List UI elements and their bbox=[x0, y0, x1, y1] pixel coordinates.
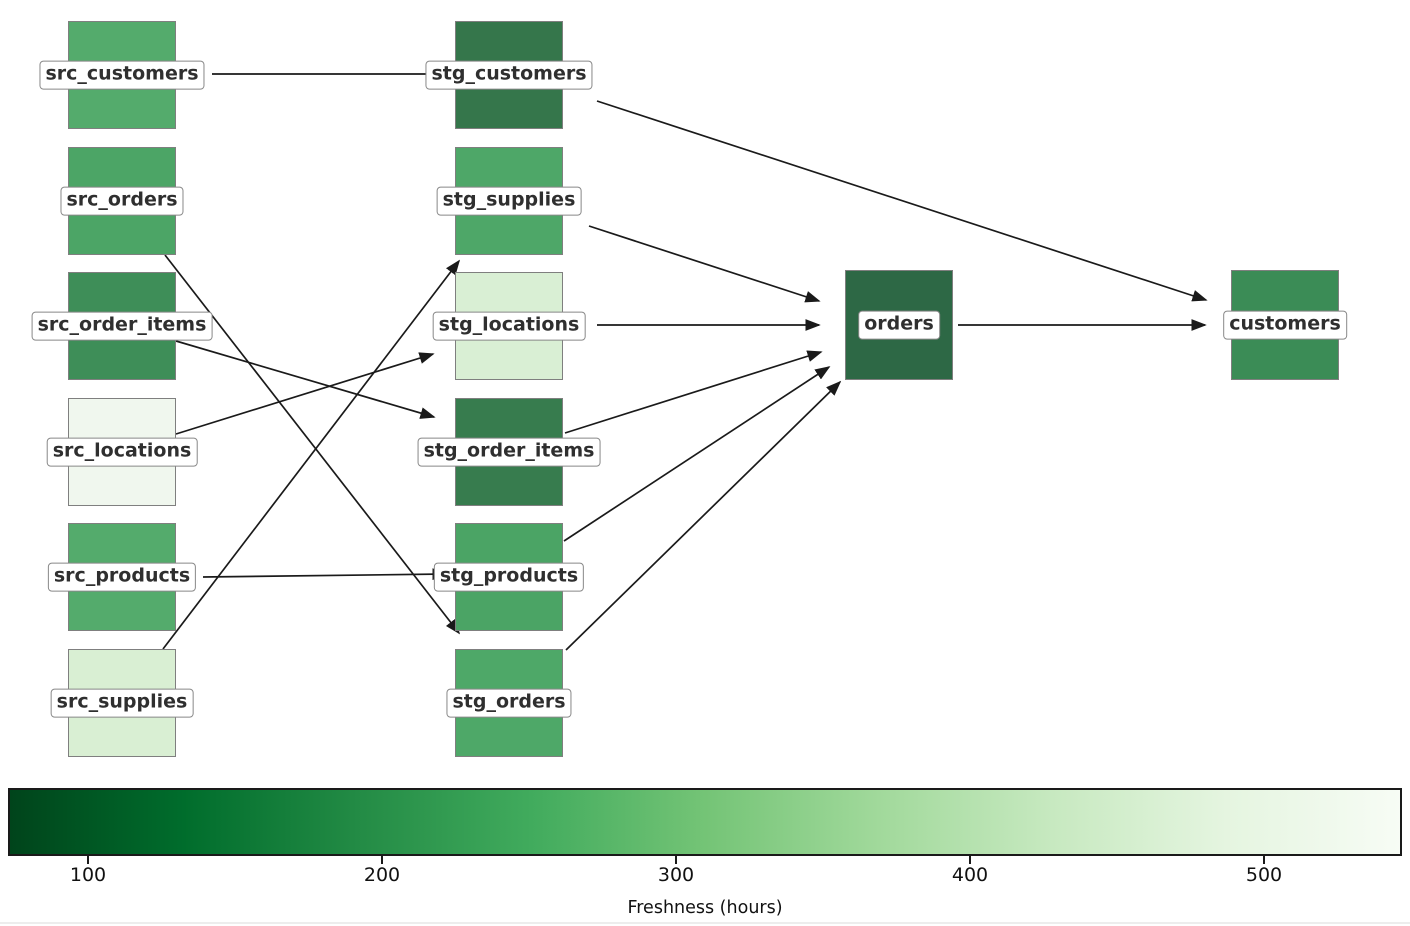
node-label-src_supplies: src_supplies bbox=[50, 688, 194, 718]
node-label-stg_products: stg_products bbox=[433, 562, 585, 592]
node-label-stg_supplies: stg_supplies bbox=[436, 186, 582, 216]
node-label-src_customers: src_customers bbox=[39, 60, 205, 90]
node-label-stg_order_items: stg_order_items bbox=[417, 437, 601, 467]
colorbar-tick-label: 500 bbox=[1245, 864, 1283, 886]
node-label-stg_customers: stg_customers bbox=[425, 60, 593, 90]
node-label-src_orders: src_orders bbox=[60, 186, 184, 216]
node-label-src_order_items: src_order_items bbox=[31, 311, 213, 341]
colorbar-tick-label: 200 bbox=[363, 864, 401, 886]
colorbar-tick-mark bbox=[1262, 856, 1265, 864]
node-label-stg_locations: stg_locations bbox=[432, 311, 586, 341]
colorbar-tick-mark bbox=[381, 856, 383, 864]
colorbar-tick-mark bbox=[968, 856, 971, 864]
node-label-orders: orders bbox=[858, 310, 940, 340]
colorbar-axis-label: Freshness (hours) bbox=[627, 898, 783, 918]
node-label-stg_orders: stg_orders bbox=[446, 688, 572, 718]
colorbar-tick-mark bbox=[87, 856, 89, 864]
colorbar-tick-label: 400 bbox=[951, 864, 989, 886]
colorbar-tick-mark bbox=[675, 856, 677, 864]
colorbar-gradient bbox=[8, 788, 1402, 856]
bottom-divider bbox=[0, 922, 1410, 924]
node-label-src_locations: src_locations bbox=[46, 437, 198, 467]
colorbar-tick-label: 300 bbox=[657, 864, 695, 886]
colorbar-tick-label: 100 bbox=[69, 864, 107, 886]
node-label-src_products: src_products bbox=[47, 562, 197, 592]
node-label-customers: customers bbox=[1223, 310, 1347, 340]
